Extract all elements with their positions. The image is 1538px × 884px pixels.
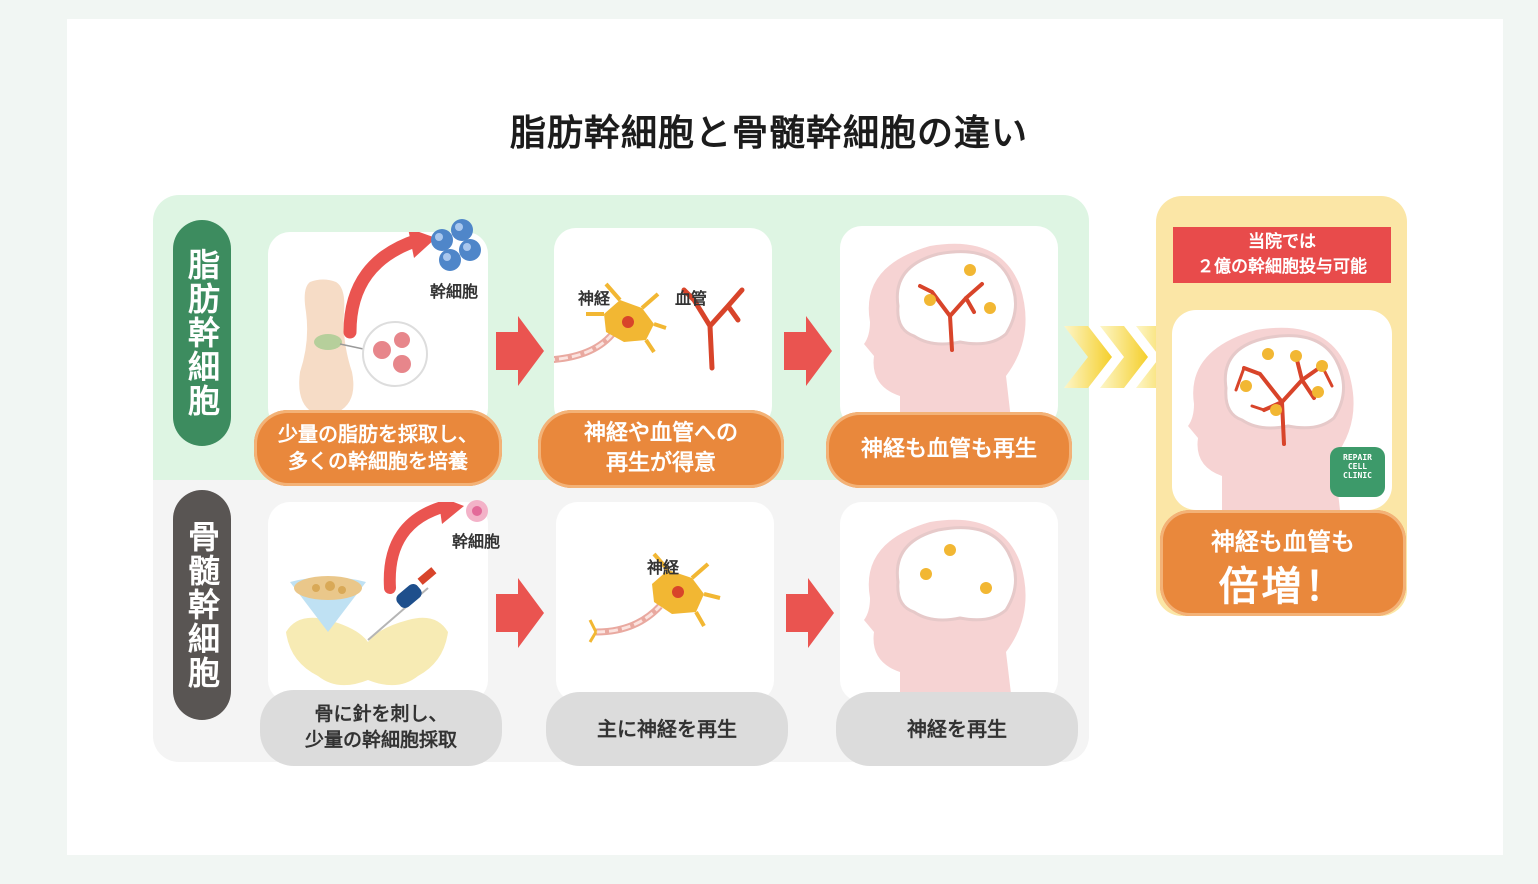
clinic-result-line1: 神経も血管も <box>1211 528 1355 556</box>
bone-step2-caption: 主に神経を再生 <box>546 692 788 766</box>
axon <box>554 329 617 363</box>
clinic-banner-line2: ２億の幹細胞投与可能 <box>1197 257 1367 277</box>
nerve-and-vessel-illustration <box>554 282 745 371</box>
clinic-result-caption: 神経も血管も 倍増！ <box>1160 510 1406 616</box>
fat-area <box>314 334 342 350</box>
clinic-brain-illustration <box>1188 327 1354 510</box>
fat-vessel-tag: 血管 <box>675 289 708 308</box>
clinic-brain-vessels <box>1242 354 1324 446</box>
brain-vessel <box>918 282 984 352</box>
bone-step3-caption: 神経を再生 <box>836 692 1078 766</box>
logo-line1: REPAIR <box>1343 453 1372 462</box>
page-title: 脂肪幹細胞と骨髄幹細胞の違い <box>509 113 1028 154</box>
fat-step-arrow-2 <box>784 316 832 386</box>
bone-brain-illustration <box>864 519 1026 702</box>
bone-stem-cell-icon <box>466 500 488 522</box>
syringe-body <box>396 583 422 609</box>
fat-nerve-vessel-panel <box>554 228 772 428</box>
bone-step-arrow-1 <box>496 578 544 648</box>
bone-nerve-tag: 神経 <box>647 558 680 577</box>
bone-harvest-illustration <box>286 502 464 686</box>
logo-line2: CELL <box>1347 462 1368 472</box>
bone-stem-cell-label: 骨髄幹細胞 <box>173 490 231 720</box>
nerve-illustration <box>588 552 721 643</box>
fat-step1-caption: 少量の脂肪を採取し、 多くの幹細胞を培養 <box>254 410 502 486</box>
bone-harvest-panel <box>268 502 488 702</box>
fat-brain-panel <box>840 226 1058 428</box>
fat-nerve-tag: 神経 <box>578 289 611 308</box>
bone-harvest-arrow <box>383 502 452 594</box>
repair-cell-clinic-logo: REPAIR CELL CLINIC <box>1330 447 1385 497</box>
clinic-brain-shape <box>1223 334 1346 430</box>
logo-line3: CLINIC <box>1343 471 1372 481</box>
stem-cell-cluster-icon <box>431 219 481 271</box>
fat-step-arrow-1 <box>496 316 544 386</box>
clinic-banner: 当院では ２億の幹細胞投与可能 <box>1173 227 1391 283</box>
brain-shape <box>895 250 1018 346</box>
bone-brain-shape <box>895 526 1018 622</box>
fat-brain-illustration <box>864 243 1026 428</box>
fat-stem-cell-label: 脂肪幹細胞 <box>173 220 231 446</box>
bone-step-arrow-2 <box>786 578 834 648</box>
pelvis-shape <box>286 617 448 686</box>
magnifier-circle <box>362 321 428 387</box>
bone-step1-caption: 骨に針を刺し、 少量の幹細胞採取 <box>260 690 502 766</box>
bone-brain-panel <box>840 502 1058 702</box>
fat-stem-cell-tag: 幹細胞 <box>430 282 479 301</box>
bone-stem-cell-tag: 幹細胞 <box>452 532 501 551</box>
fat-harvest-illustration <box>299 232 436 412</box>
harvest-arrow <box>343 233 425 339</box>
fat-step3-caption: 神経も血管も再生 <box>826 412 1072 488</box>
clinic-result-line2: 倍増！ <box>1218 564 1348 610</box>
fat-step2-caption: 神経や血管への 再生が得意 <box>538 410 784 488</box>
clinic-banner-line1: 当院では <box>1248 231 1316 252</box>
bone-nerve-panel <box>556 502 774 702</box>
blood-vessel <box>681 287 745 371</box>
